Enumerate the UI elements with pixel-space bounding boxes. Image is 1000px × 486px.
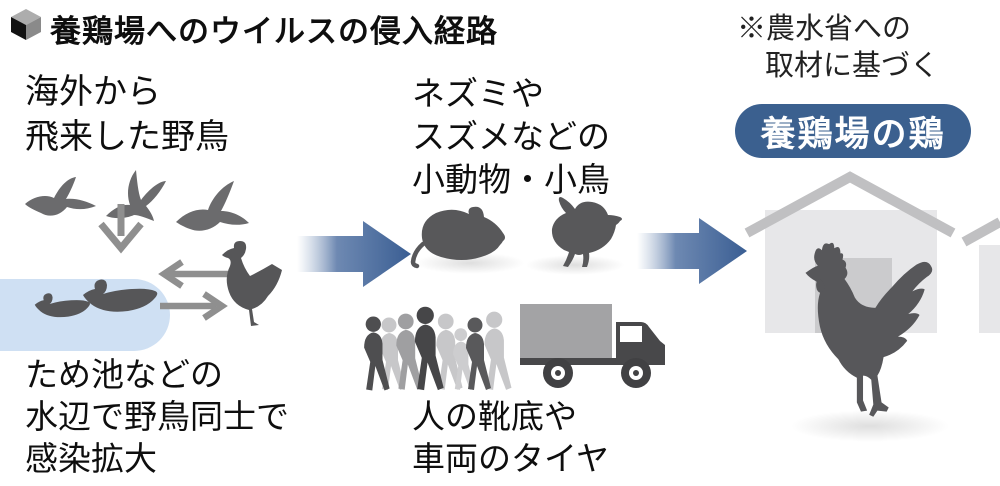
small-animals-line2: スズメなどの: [412, 118, 610, 155]
truck-icon: [520, 304, 665, 388]
source-note-line2: 取材に基づく: [765, 48, 940, 82]
pond-infection-label: ため池などの 水辺で野鳥同士で 感染拡大: [25, 354, 289, 480]
footwear-tires-label: 人の靴底や 車両のタイヤ: [412, 396, 609, 480]
pond-infection-line1: ため池などの: [25, 356, 223, 393]
swimming-duck-icon: [83, 279, 158, 312]
exchange-arrows-icon: [158, 259, 228, 321]
swimming-duck-icon: [34, 293, 90, 318]
flying-bird-icon: [25, 177, 96, 216]
cube-icon: [11, 9, 41, 40]
down-arrow-icon: [98, 204, 144, 254]
flow-arrow-2-icon: [637, 218, 747, 284]
walking-people-icon: [364, 306, 512, 391]
farm-chicken-badge-label: 養鶏場の鶏: [760, 114, 946, 154]
farm-chicken-badge: 養鶏場の鶏: [735, 104, 971, 158]
rooster-icon: [805, 242, 933, 417]
footwear-tires-line1: 人の靴底や: [412, 398, 577, 435]
source-note: ※農水省への 取材に基づく: [737, 10, 939, 84]
wild-birds-label: 海外から 飛来した野鳥: [25, 70, 229, 160]
small-animals-line3: 小動物・小鳥: [412, 161, 610, 198]
flow-arrow-1-icon: [297, 221, 411, 287]
rooster-shadow: [790, 410, 950, 442]
wild-birds-label-line1: 海外から: [25, 73, 161, 111]
pond-infection-line3: 感染拡大: [25, 440, 157, 477]
page-title: 養鶏場へのウイルスの侵入経路: [50, 14, 498, 49]
sparrow-shadow: [525, 255, 625, 275]
rat-icon: [410, 206, 505, 269]
pond-infection-line2: 水辺で野鳥同士で: [25, 398, 289, 435]
flying-bird-icon: [176, 181, 249, 231]
small-animals-label: ネズミや スズメなどの 小動物・小鳥: [412, 72, 610, 201]
footwear-tires-line2: 車両のタイヤ: [412, 440, 610, 477]
small-animals-line1: ネズミや: [412, 75, 544, 112]
sparrow-icon: [551, 197, 622, 267]
rat-shadow: [415, 252, 525, 274]
standing-duck-icon: [222, 241, 282, 326]
source-note-line1: ※農水省への: [737, 11, 912, 45]
wild-birds-label-line2: 飛来した野鳥: [25, 118, 229, 156]
